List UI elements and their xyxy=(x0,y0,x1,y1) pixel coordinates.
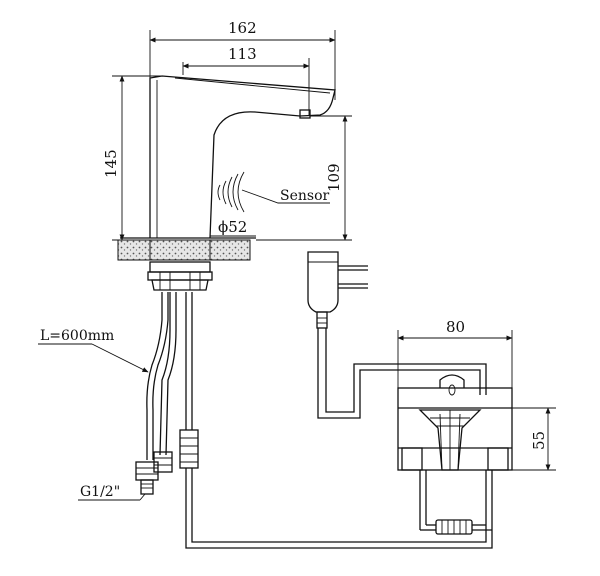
diameter-label: ϕ52 xyxy=(218,218,247,236)
control-cable-connector xyxy=(435,519,492,535)
dimension-113-label: 113 xyxy=(228,45,257,63)
dimension-55: 55 xyxy=(512,407,556,471)
dimension-145-label: 145 xyxy=(102,149,120,178)
dimension-162-label: 162 xyxy=(228,19,257,37)
dimension-80: 80 xyxy=(397,318,513,470)
dimension-109-label: 109 xyxy=(325,163,343,192)
countertop xyxy=(117,239,251,261)
dimension-113: 113 xyxy=(182,45,310,115)
thread-label: G1/2" xyxy=(80,484,120,500)
dimension-55-label: 55 xyxy=(530,431,548,450)
hose-length-label: L=600mm xyxy=(40,328,114,344)
dimension-80-label: 80 xyxy=(446,318,465,336)
dimension-109: 109 xyxy=(256,115,352,241)
diameter-dimension: ϕ52 xyxy=(210,218,256,237)
thread-callout: G1/2" xyxy=(78,484,146,501)
dimension-145: 145 xyxy=(102,75,162,241)
hoses xyxy=(135,292,493,549)
hose-length-callout: L=600mm xyxy=(38,328,149,373)
sensor-label: Sensor xyxy=(280,188,330,204)
control-box xyxy=(397,374,513,531)
faucet-body xyxy=(120,75,336,239)
power-plug xyxy=(307,251,487,419)
sensor-icon: Sensor xyxy=(217,171,330,213)
mounting-nut xyxy=(147,261,213,291)
